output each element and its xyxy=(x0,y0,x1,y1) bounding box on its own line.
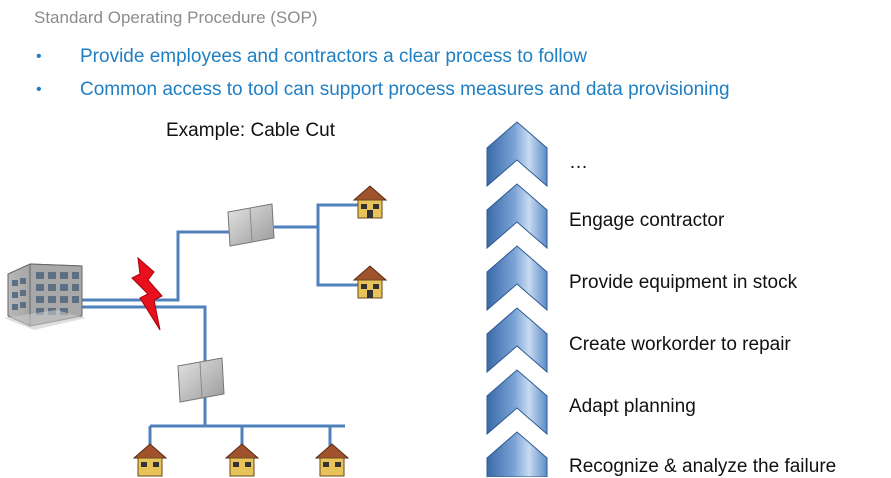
chevron-arrow xyxy=(486,369,548,436)
process-step: … xyxy=(569,152,588,173)
house-icon xyxy=(224,443,260,477)
process-step: Create workorder to repair xyxy=(569,334,791,355)
bullet-text: Provide employees and contractors a clea… xyxy=(80,46,587,67)
chevron-arrow xyxy=(486,183,548,250)
chevron-arrow xyxy=(486,245,548,312)
slide-title: Standard Operating Procedure (SOP) xyxy=(34,8,318,27)
distribution-cabinet-icon xyxy=(227,203,275,247)
distribution-cabinet-icon xyxy=(177,357,225,403)
bullet-item: • Provide employees and contractors a cl… xyxy=(36,46,730,79)
chevron-arrow xyxy=(486,307,548,374)
office-building-icon xyxy=(4,263,86,330)
bullet-item: • Common access to tool can support proc… xyxy=(36,79,730,112)
house-icon xyxy=(132,443,168,477)
process-step: Provide equipment in stock xyxy=(569,272,798,293)
example-label: Example: Cable Cut xyxy=(166,120,335,141)
house-icon xyxy=(352,265,388,299)
chevron-arrow xyxy=(486,431,548,477)
chevron-arrow xyxy=(486,121,548,188)
cable-upper-out xyxy=(274,203,360,229)
cable-network xyxy=(82,203,360,448)
bullet-dot: • xyxy=(36,48,42,65)
cable-upper-out-2 xyxy=(316,227,360,287)
bullet-list: • Provide employees and contractors a cl… xyxy=(36,46,730,112)
house-icon xyxy=(314,443,350,477)
process-step: Recognize & analyze the failure xyxy=(569,456,837,477)
process-chevrons xyxy=(486,121,548,477)
process-step: Adapt planning xyxy=(569,396,696,417)
process-step: Engage contractor xyxy=(569,210,725,231)
cable-main xyxy=(82,230,230,302)
bullet-text: Common access to tool can support proces… xyxy=(80,79,730,100)
bullet-dot: • xyxy=(36,81,42,98)
lightning-bolt-icon xyxy=(131,256,163,331)
house-icon xyxy=(352,185,388,219)
